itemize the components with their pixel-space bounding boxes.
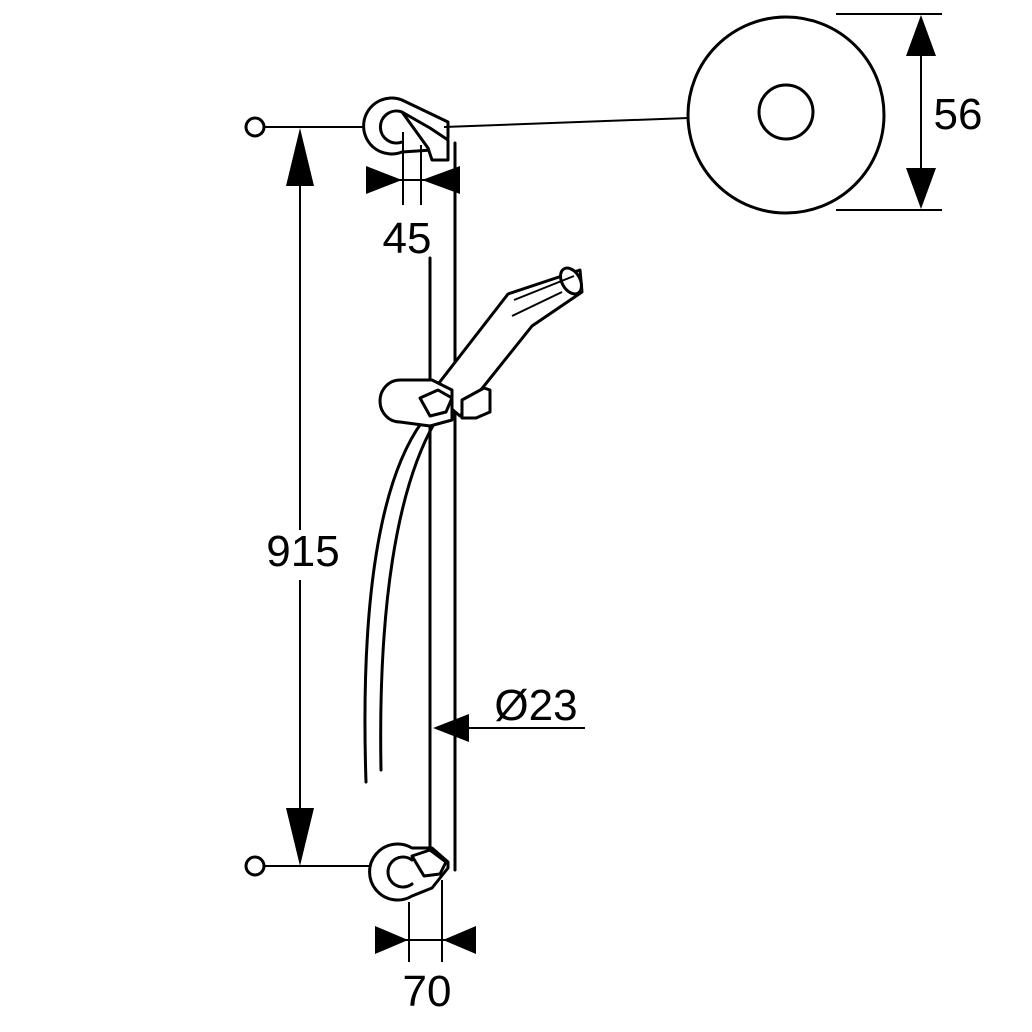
shower-hose: [363, 420, 437, 784]
wall-fixing-bottom: [244, 855, 384, 877]
dimension-rosette-diameter: 56: [836, 13, 983, 211]
dimension-rail-diameter: Ø23: [433, 681, 585, 742]
slide-rail: [428, 141, 457, 872]
hand-shower: [430, 266, 584, 418]
dimension-bracket-offset: 45: [366, 132, 460, 263]
rail-bracket-bottom: [368, 842, 450, 902]
dimension-label-915: 915: [266, 527, 339, 576]
rail-bracket-top: [362, 96, 689, 162]
dimension-label-70: 70: [403, 967, 452, 1016]
dimension-label-45: 45: [383, 214, 432, 263]
dimension-wall-projection: 70: [375, 880, 476, 1016]
dimension-rail-length: 915: [266, 128, 340, 866]
dimension-label-d23: Ø23: [494, 681, 577, 730]
shower-holder-slider: [378, 378, 492, 428]
dimension-label-56: 56: [934, 90, 983, 139]
wall-rosette: [686, 15, 886, 215]
